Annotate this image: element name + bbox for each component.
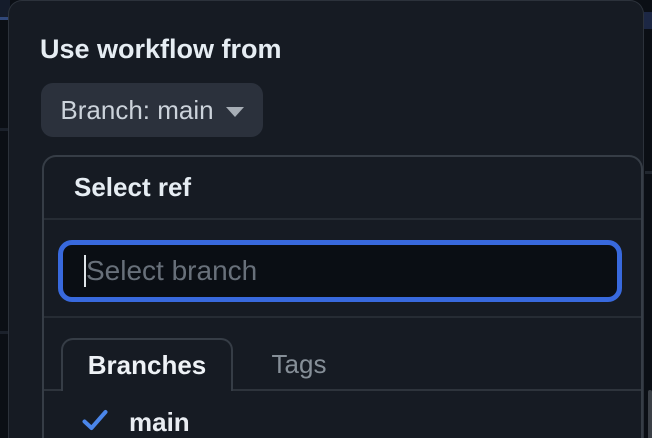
branch-list-item-main[interactable]: main bbox=[44, 405, 541, 438]
ref-selector-header: Select ref bbox=[44, 157, 641, 220]
chevron-down-icon bbox=[225, 107, 244, 117]
background-divider bbox=[0, 128, 9, 131]
tab-branches[interactable]: Branches bbox=[61, 338, 233, 391]
background-divider bbox=[645, 171, 652, 174]
ref-selector-title: Select ref bbox=[74, 172, 192, 202]
branch-search-input[interactable] bbox=[86, 245, 617, 297]
ref-filter-section bbox=[44, 220, 641, 318]
background-divider bbox=[0, 331, 9, 334]
ref-tabs: Branches Tags bbox=[44, 318, 641, 391]
background-accent-line bbox=[0, 17, 10, 20]
tabbar-divider bbox=[44, 389, 641, 391]
background-band bbox=[644, 12, 652, 29]
branch-selector-label: Branch: main bbox=[60, 94, 214, 125]
tab-tags[interactable]: Tags bbox=[224, 338, 374, 391]
branch-selector-button[interactable]: Branch: main bbox=[41, 83, 263, 137]
check-icon bbox=[82, 410, 108, 430]
page-background-left bbox=[0, 0, 10, 438]
branch-item-label: main bbox=[129, 407, 190, 437]
branch-search-field[interactable] bbox=[58, 240, 622, 302]
page-scrollbar[interactable] bbox=[648, 390, 652, 438]
tab-tags-label: Tags bbox=[271, 349, 327, 379]
page-background-right bbox=[644, 0, 652, 438]
run-workflow-modal: Use workflow from Branch: main Select re… bbox=[8, 0, 644, 438]
branch-list: main bbox=[44, 391, 641, 438]
use-workflow-from-label: Use workflow from bbox=[40, 34, 282, 64]
tab-branches-label: Branches bbox=[87, 350, 207, 380]
background-band bbox=[0, 0, 10, 17]
text-cursor bbox=[84, 255, 86, 287]
ref-selector-panel: Select ref Branches Tags main bbox=[42, 155, 643, 438]
